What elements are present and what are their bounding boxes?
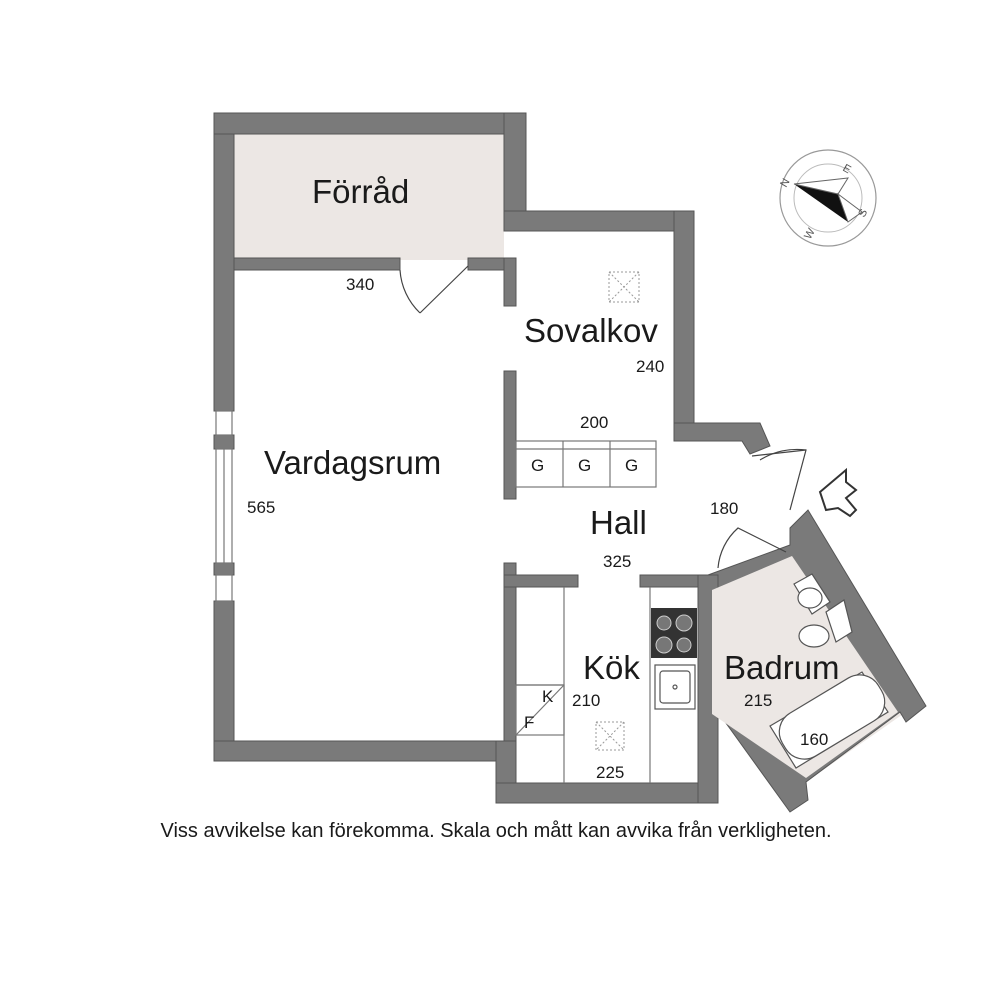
stove-icon	[651, 608, 697, 658]
disclaimer-text: Viss avvikelse kan förekomma. Skala och …	[160, 820, 832, 842]
window	[215, 410, 233, 602]
kitchen-name: Kök	[583, 649, 640, 686]
hall-name: Hall	[590, 504, 647, 541]
ceiling-light-icon	[595, 271, 640, 751]
kitchen-counters	[515, 587, 651, 783]
wardrobe-label-2: G	[578, 456, 591, 475]
entrance-arrow-icon	[818, 467, 858, 518]
entrance-door	[751, 448, 807, 511]
sleeping-alcove-dim-1: 240	[636, 357, 664, 376]
living-room-name: Vardagsrum	[264, 444, 441, 481]
living-room-dim-2: 565	[247, 498, 275, 517]
storage-door	[399, 265, 469, 314]
sink-icon	[654, 664, 696, 710]
sleeping-alcove-dim-2: 200	[580, 413, 608, 432]
fridge-label-k: K	[542, 687, 554, 706]
hall-dim-2: 180	[710, 499, 738, 518]
compass-rose-icon	[779, 149, 877, 247]
wardrobes	[515, 440, 657, 488]
sleeping-alcove-name: Sovalkov	[524, 312, 658, 349]
bathroom-name: Badrum	[724, 649, 840, 686]
living-room-dim-1: 340	[346, 275, 374, 294]
bathroom-fixtures	[769, 573, 889, 769]
storage-name: Förråd	[312, 173, 409, 210]
kitchen-dim-1: 210	[572, 691, 600, 710]
bathroom-dim-2: 160	[800, 730, 828, 749]
bathroom-door	[717, 527, 787, 569]
wardrobe-label-3: G	[625, 456, 638, 475]
fridge-label-f: F	[524, 713, 534, 732]
storage-floor	[234, 134, 504, 260]
hall-dim-1: 325	[603, 552, 631, 571]
wardrobe-label-1: G	[531, 456, 544, 475]
kitchen-dim-2: 225	[596, 763, 624, 782]
bathroom-dim-1: 215	[744, 691, 772, 710]
